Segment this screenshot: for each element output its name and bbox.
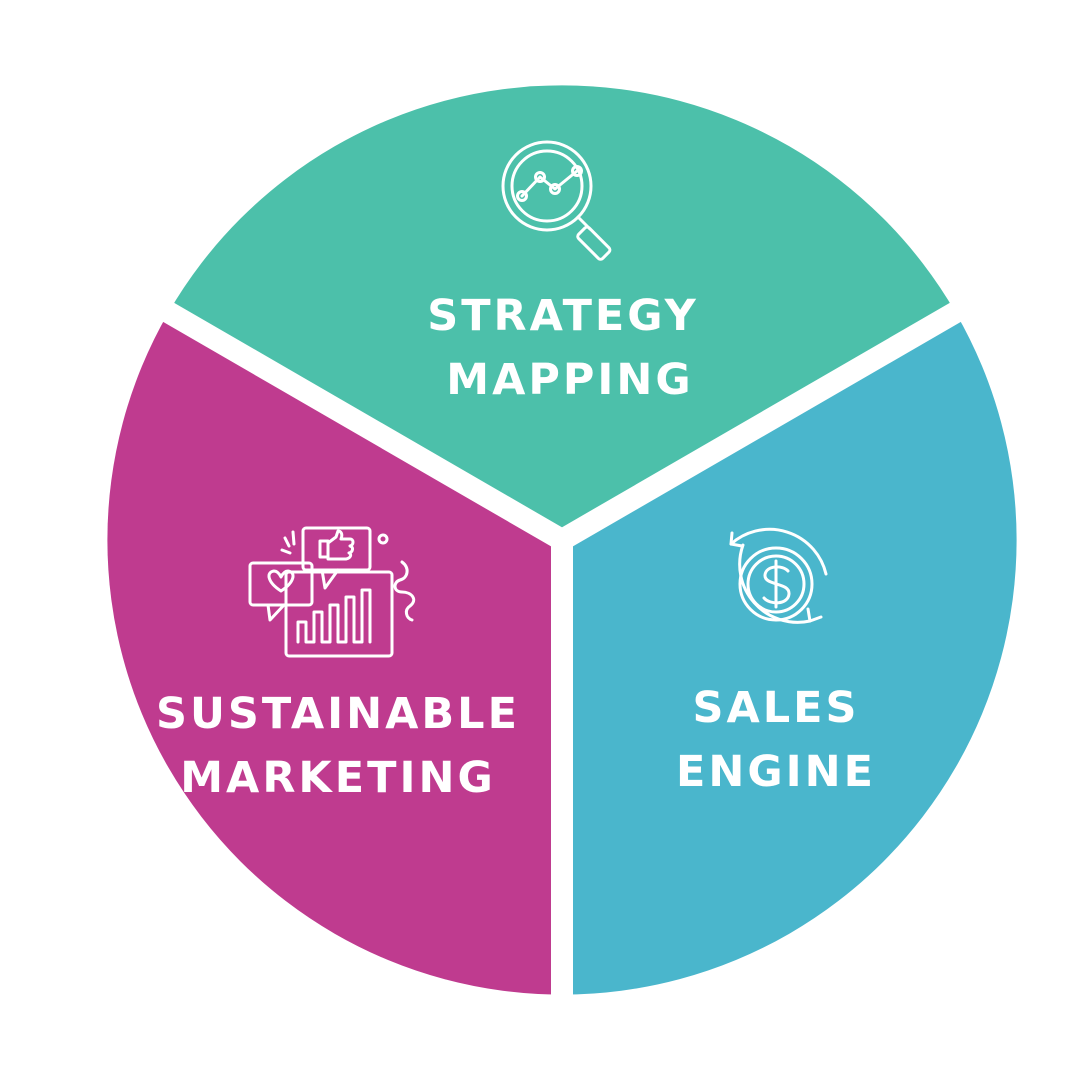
- strategy-label-line1: STRATEGY: [427, 291, 699, 341]
- marketing-label-line1: SUSTAINABLE: [156, 689, 520, 739]
- social-feedback-chart-icon: [248, 526, 416, 658]
- segment-dividers: [124, 280, 1000, 1040]
- strategy-label-line2: MAPPING: [446, 355, 693, 405]
- marketing-label-line2: MARKETING: [180, 753, 496, 803]
- divider-left: [124, 280, 568, 550]
- sales-label-line1: SALES: [693, 683, 860, 733]
- magnifier-chart-icon: [501, 140, 612, 261]
- divider-right: [556, 280, 1000, 550]
- sales-label-line2: ENGINE: [676, 747, 876, 797]
- dollar-cycle-icon: [729, 527, 828, 624]
